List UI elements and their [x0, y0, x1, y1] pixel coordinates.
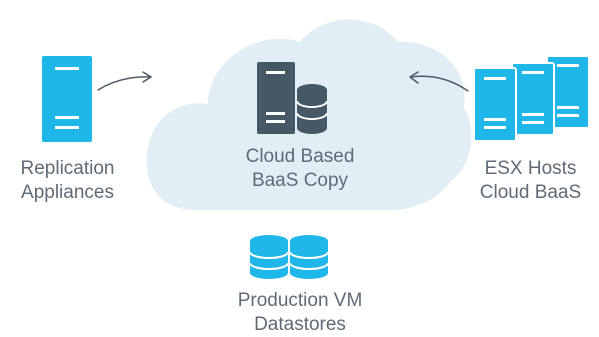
datastore-database-icon: [289, 235, 329, 279]
cloud-database-icon: [296, 84, 328, 134]
cloud-baas-copy-label: Cloud Based BaaS Copy: [200, 145, 400, 193]
esx-server-icon: [473, 67, 517, 142]
replication-server-icon: [42, 56, 92, 142]
datastore-database-icon: [249, 235, 289, 279]
production-datastores-label: Production VM Datastores: [180, 289, 420, 337]
cloud-label-line1: Cloud Based: [245, 146, 355, 167]
cloud-label-line2: BaaS Copy: [251, 170, 349, 191]
esx-label-line1: ESX Hosts: [484, 158, 577, 179]
cloud-server-icon: [257, 62, 295, 134]
esx-server-icon: [511, 62, 555, 136]
arrow-icon: [97, 71, 152, 91]
replication-appliances-label: Replication Appliances: [0, 157, 135, 205]
datastores-label-line2: Datastores: [254, 314, 346, 335]
arrow-icon: [409, 71, 469, 92]
esx-hosts-label: ESX Hosts Cloud BaaS: [462, 157, 599, 205]
replication-label-line1: Replication: [20, 158, 115, 179]
replication-label-line2: Appliances: [21, 182, 114, 203]
esx-label-line2: Cloud BaaS: [479, 182, 582, 203]
datastores-label-line1: Production VM: [237, 290, 363, 311]
